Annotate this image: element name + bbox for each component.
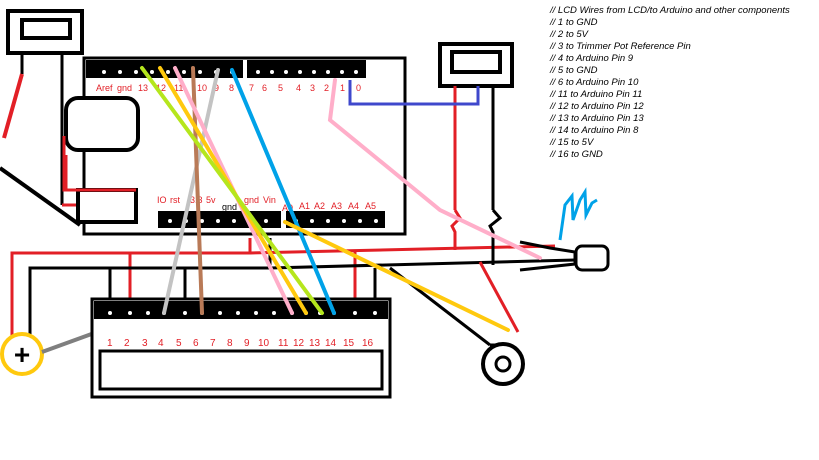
- right-connector: [519, 187, 610, 272]
- wire-pin9: [162, 68, 220, 315]
- lcd-pin-4: 4: [158, 338, 164, 349]
- note-line-4: // 4 to Arduino Pin 9: [549, 53, 634, 64]
- lcd-pin-9: 9: [244, 338, 250, 349]
- trimmer-pot: [478, 261, 525, 386]
- usb-port: [64, 96, 140, 152]
- wire-pink-right: [327, 78, 542, 260]
- pin-label-vin: Vin: [263, 195, 276, 205]
- pin-label-8: 8: [229, 83, 234, 93]
- lcd-pin-1: 1: [107, 338, 113, 349]
- lcd-pin-15: 15: [343, 338, 355, 349]
- pin-label-gnd: gnd: [117, 83, 132, 93]
- note-line-11: // 15 to 5V: [549, 137, 595, 148]
- lcd-pin-14: 14: [325, 338, 337, 349]
- battery: +: [0, 332, 44, 376]
- lcd-pin-12: 12: [293, 338, 305, 349]
- note-line-12: // 16 to GND: [549, 149, 603, 160]
- note-line-9: // 13 to Arduino Pin 13: [549, 113, 644, 124]
- pin-label-rst: rst: [170, 195, 180, 205]
- wire-yellow-pot: [283, 220, 510, 332]
- wire-pin13: [140, 66, 324, 315]
- power-jack: [76, 188, 138, 224]
- pin-label-aref: Aref: [96, 83, 113, 93]
- pin-label-1: 1: [340, 83, 345, 93]
- signal-wires: [140, 66, 542, 332]
- pin-label-4: 4: [296, 83, 301, 93]
- pin-label-6: 6: [262, 83, 267, 93]
- arduino-top-labels: Aref gnd 13 12 11 10 9 8 7 6 5 4 3 2 1 0: [96, 83, 361, 93]
- lcd-pin-6: 6: [193, 338, 199, 349]
- note-line-6: // 6 to Arduino Pin 10: [549, 77, 639, 88]
- pin-label-10: 10: [197, 83, 207, 93]
- left-red-wire: [2, 73, 24, 139]
- pin-label-a5: A5: [365, 201, 376, 211]
- note-line-7: // 11 to Arduino Pin 11: [549, 89, 642, 100]
- pin-label-a1: A1: [299, 201, 310, 211]
- pin-label-11: 11: [174, 83, 183, 93]
- note-line-1: // 1 to GND: [549, 17, 598, 28]
- note-line-10: // 14 to Arduino Pin 8: [549, 125, 639, 136]
- led-component: [348, 42, 514, 265]
- pin-label-5v: 5v: [206, 195, 216, 205]
- lcd-module: [90, 297, 392, 399]
- pin-label-0: 0: [356, 83, 361, 93]
- note-line-8: // 12 to Arduino Pin 12: [549, 101, 644, 112]
- lcd-pin-13: 13: [309, 338, 321, 349]
- battery-sign: +: [14, 339, 30, 370]
- lcd-pin-3: 3: [142, 338, 148, 349]
- pin-label-9: 9: [214, 83, 219, 93]
- pin-label-3: 3: [310, 83, 315, 93]
- pin-label-2: 2: [324, 83, 329, 93]
- pin-label-gnd-1: gnd: [222, 202, 237, 212]
- notes-block: // LCD Wires from LCD/to Arduino and oth…: [549, 5, 790, 160]
- note-line-3: // 3 to Trimmer Pot Reference Pin: [549, 41, 691, 52]
- wire-pin8: [230, 68, 336, 315]
- pin-label-a4: A4: [348, 201, 359, 211]
- lcd-pin-11: 11: [278, 338, 289, 349]
- note-line-2: // 2 to 5V: [549, 29, 590, 40]
- lcd-pin-5: 5: [176, 338, 182, 349]
- pin-label-12: 12: [156, 83, 166, 93]
- pin-label-a3: A3: [331, 201, 342, 211]
- pin-label-7: 7: [249, 83, 254, 93]
- lcd-pin-16: 16: [362, 338, 374, 349]
- pin-label-io: IO: [157, 195, 167, 205]
- pin-label-a0: A0: [282, 203, 293, 213]
- left-black-wire: [0, 166, 82, 227]
- lcd-pin-7: 7: [210, 338, 216, 349]
- lcd-pin-numbers: 1 2 3 4 5 6 7 8 9 10 11 12 13 14 15 16: [107, 338, 374, 349]
- pin-label-13: 13: [138, 83, 148, 93]
- led-blue-wire: [348, 80, 480, 106]
- lcd-pin-2: 2: [124, 338, 130, 349]
- pin-label-5: 5: [278, 83, 283, 93]
- note-line-0: // LCD Wires from LCD/to Arduino and oth…: [549, 5, 790, 16]
- lcd-pin-10: 10: [258, 338, 270, 349]
- pin-label-gnd-2: gnd: [244, 195, 259, 205]
- top-left-component: [6, 9, 84, 205]
- note-line-5: // 5 to GND: [549, 65, 598, 76]
- pin-label-a2: A2: [314, 201, 325, 211]
- lcd-pin-8: 8: [227, 338, 233, 349]
